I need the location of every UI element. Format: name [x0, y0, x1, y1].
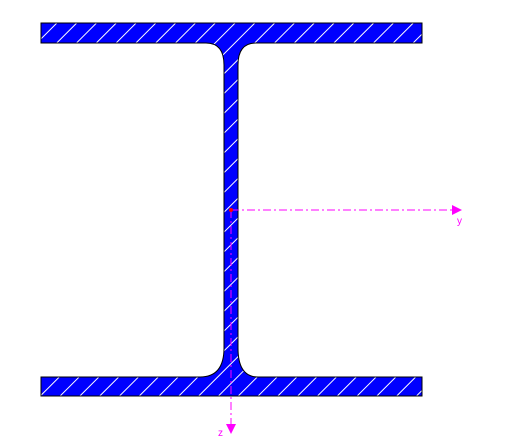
y-axis-label: y: [457, 216, 462, 227]
z-axis-arrowhead-icon: [226, 424, 236, 434]
centroid-marker: [229, 208, 233, 212]
y-axis-arrowhead-icon: [452, 205, 462, 215]
z-axis-label: z: [218, 428, 223, 439]
